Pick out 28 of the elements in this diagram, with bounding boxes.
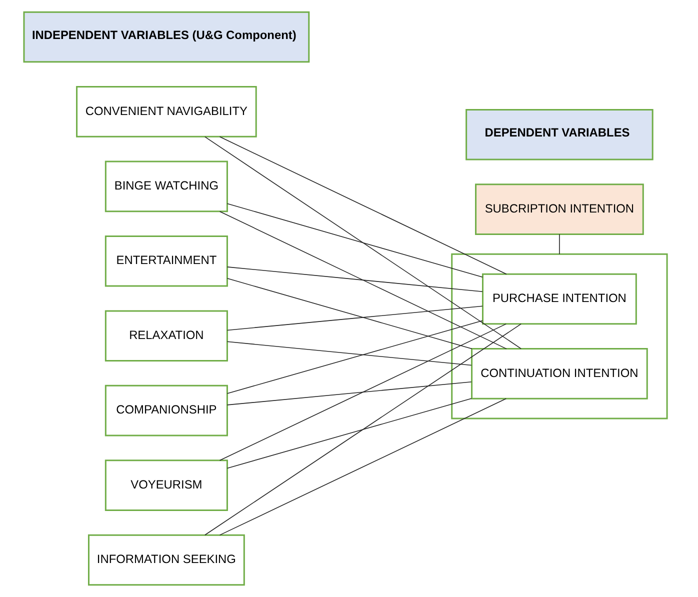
cluster (450, 253, 668, 420)
connector (226, 341, 472, 366)
connector (226, 398, 472, 469)
node-box: CONTINUATION INTENTION (470, 348, 648, 400)
connector (226, 320, 482, 394)
node-box: INDEPENDENT VARIABLES (U&G Component) (22, 11, 310, 63)
connector (226, 382, 472, 406)
connector (204, 136, 521, 350)
connector (218, 324, 506, 461)
connector (218, 398, 506, 536)
connector (226, 278, 472, 350)
node-box: SUBCRIPTION INTENTION (474, 184, 644, 235)
node-box: PURCHASE INTENTION (482, 273, 636, 325)
node-box: BINGE WATCHING (104, 160, 228, 212)
connector (204, 324, 521, 536)
node-box: RELAXATION (104, 310, 228, 362)
node-box: COMPANIONSHIP (104, 384, 228, 436)
connector (218, 136, 506, 274)
node-box: DEPENDENT VARIABLES (465, 108, 653, 160)
connector (226, 266, 482, 292)
node-box: ENTERTAINMENT (104, 235, 228, 287)
connector (558, 234, 560, 255)
node-box: CONVENIENT NAVIGABILITY (76, 86, 256, 138)
node-box: INFORMATION SEEKING (88, 534, 244, 586)
connector (218, 211, 506, 350)
connector (226, 306, 482, 331)
node-box: VOYEURISM (104, 460, 228, 511)
connector (226, 203, 482, 278)
